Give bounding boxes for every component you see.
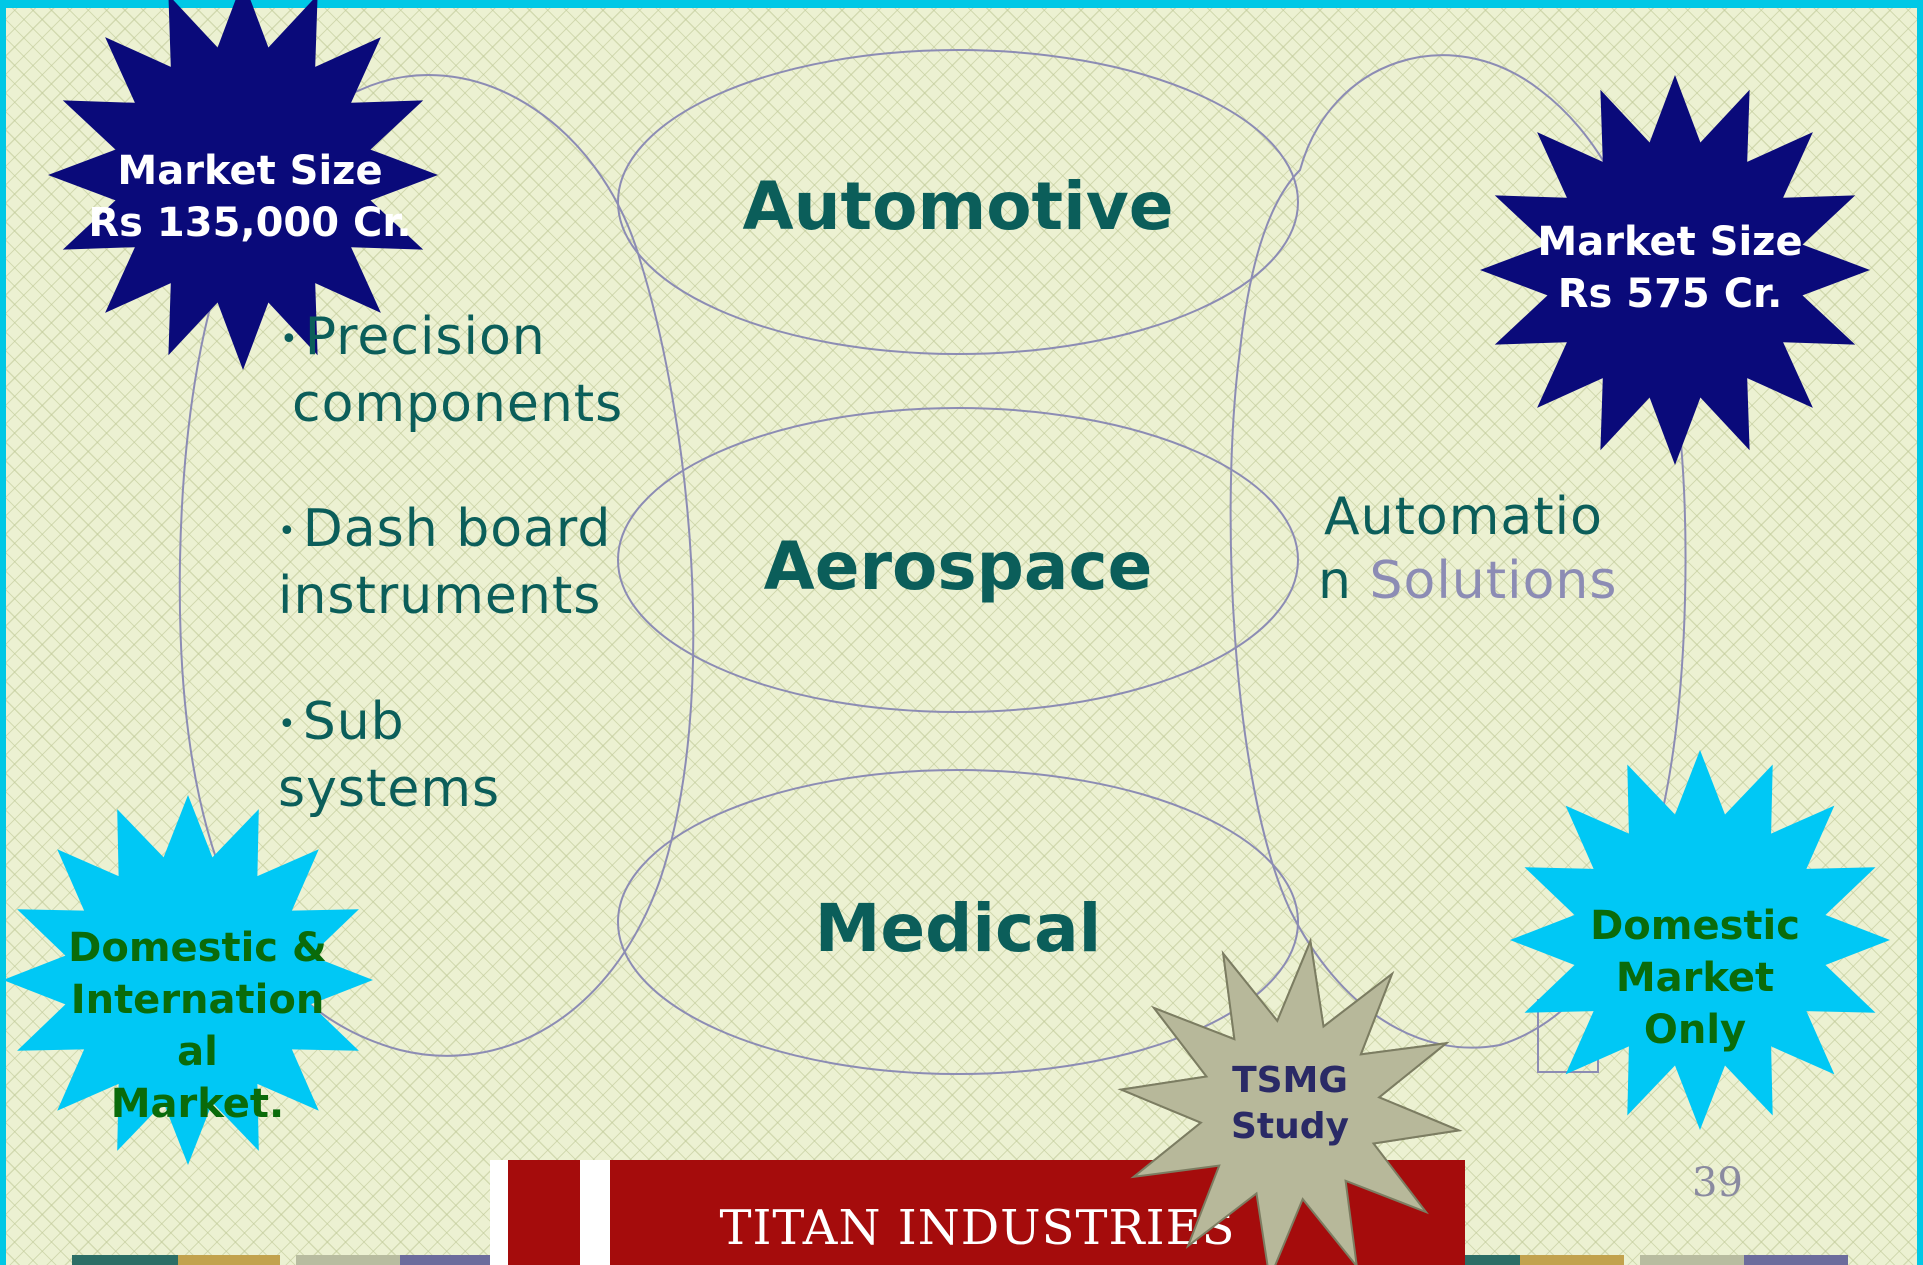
left-accent-bar	[0, 0, 6, 1265]
footer-strip	[1640, 1255, 1744, 1265]
segment-aerospace-label: Aerospace	[763, 528, 1153, 605]
titan-industries-logo: TITAN INDUSTRIES	[490, 1160, 1465, 1265]
market-size-left-star-shape	[48, 0, 438, 370]
footer-strip	[1465, 1255, 1520, 1265]
badge-line: Rs 135,000 Cr.	[88, 200, 412, 246]
product-line: components	[292, 374, 624, 434]
logo-stripe	[580, 1160, 610, 1265]
footer-strip	[72, 1255, 178, 1265]
segment-medical-label: Medical	[814, 890, 1102, 967]
top-accent-bar	[0, 0, 1923, 8]
badge-line: al	[177, 1029, 218, 1075]
bullet-dot: •	[280, 322, 299, 357]
badge-line: Market Size	[117, 148, 383, 194]
tsmg-study-badge-front: TSMG Study	[1140, 1058, 1440, 1150]
slide-number: 39	[1692, 1160, 1743, 1206]
left-loop-outline	[178, 74, 695, 1057]
badge-line: Internation	[70, 977, 325, 1023]
product-line: instruments	[278, 566, 602, 626]
badge-line: Domestic	[1590, 903, 1800, 949]
badge-line: Market.	[110, 1081, 285, 1127]
footer-strip	[296, 1255, 400, 1265]
market-size-right-star-shape	[1480, 75, 1870, 465]
product-line: Precision	[304, 307, 546, 367]
domestic-international-star-shape	[3, 795, 373, 1165]
footer-strip	[1744, 1255, 1848, 1265]
logo-stripe	[508, 1175, 516, 1265]
product-item-precision: •Precision components	[280, 305, 623, 436]
product-line: n	[1318, 551, 1370, 611]
domestic-international-badge: Domestic & Internation al Market.	[40, 922, 355, 1130]
badge-line: Only	[1643, 1007, 1747, 1053]
domestic-only-badge: Domestic Market Only	[1530, 900, 1860, 1056]
footer-strip	[400, 1255, 490, 1265]
footer-strip	[1520, 1255, 1624, 1265]
product-item-dashboard: •Dash board instruments	[278, 497, 611, 628]
badge-line: Market Size	[1537, 219, 1803, 265]
domestic-only-star-shape	[1510, 750, 1890, 1130]
right-accent-bar	[1917, 0, 1923, 1265]
product-item-automation: Automatio n Solutions	[1318, 485, 1617, 613]
bullet-dot: •	[278, 707, 297, 742]
brand-name: TITAN INDUSTRIES	[719, 1200, 1236, 1256]
logo-stripe	[524, 1175, 580, 1265]
aerospace-ellipse	[617, 407, 1299, 713]
automotive-ellipse	[617, 49, 1299, 355]
medical-ellipse	[617, 769, 1299, 1075]
market-size-left-badge: Market Size Rs 135,000 Cr.	[70, 145, 430, 249]
product-line: systems	[278, 759, 501, 819]
segment-automotive-label: Automotive	[742, 168, 1174, 245]
logo-stripe	[490, 1160, 508, 1265]
product-line: Automatio	[1324, 487, 1603, 547]
product-line: Sub	[302, 692, 405, 752]
product-line: Dash board	[302, 499, 612, 559]
badge-line: Domestic &	[68, 925, 327, 971]
product-item-subsystems: •Sub systems	[278, 690, 500, 821]
badge-line: Study	[1230, 1106, 1349, 1147]
bullet-dot: •	[278, 514, 297, 549]
footer-strip	[178, 1255, 280, 1265]
badge-line: Market	[1615, 955, 1775, 1001]
badge-line: Rs 575 Cr.	[1557, 271, 1783, 317]
product-line-highlight: Solutions	[1369, 551, 1618, 611]
badge-line: TSMG	[1232, 1060, 1348, 1101]
market-size-right-badge: Market Size Rs 575 Cr.	[1500, 216, 1840, 320]
